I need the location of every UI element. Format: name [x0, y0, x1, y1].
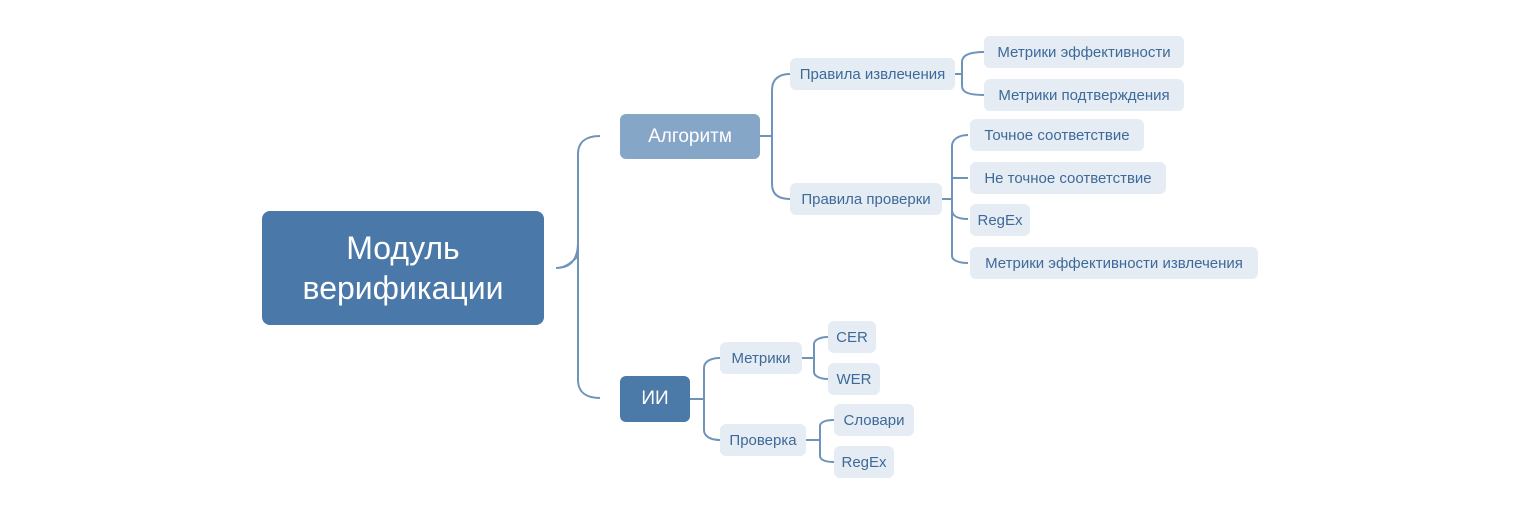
root-node-line2: верификации	[302, 270, 504, 306]
node-regex-check: RegEx	[970, 204, 1030, 236]
connector-ai	[690, 357, 721, 441]
node-ai-check: Проверка	[720, 424, 806, 456]
root-node-verification-module: Модуль верификации	[262, 211, 544, 325]
node-inexact-match: Не точное соответствие	[970, 162, 1166, 194]
node-confirmation-metrics: Метрики подтверждения	[984, 79, 1184, 111]
connector-algorithm	[760, 73, 791, 200]
connector-root-branches	[555, 135, 601, 399]
connector-check-rules	[942, 134, 969, 264]
connector-check	[806, 419, 835, 463]
root-node-line1: Модуль	[346, 230, 460, 266]
node-metrics: Метрики	[720, 342, 802, 374]
connector-metrics	[802, 336, 829, 380]
node-extraction-efficiency-metrics: Метрики эффективности извлечения	[970, 247, 1258, 279]
node-dictionaries: Словари	[834, 404, 914, 436]
node-ai: ИИ	[620, 376, 690, 422]
node-extraction-rules: Правила извлечения	[790, 58, 955, 90]
node-wer: WER	[828, 363, 880, 395]
node-exact-match: Точное соответствие	[970, 119, 1144, 151]
node-cer: CER	[828, 321, 876, 353]
node-algorithm: Алгоритм	[620, 114, 760, 159]
node-check-rules: Правила проверки	[790, 183, 942, 215]
node-efficiency-metrics: Метрики эффективности	[984, 36, 1184, 68]
node-regex-ai: RegEx	[834, 446, 894, 478]
connector-extraction-rules	[955, 51, 985, 96]
